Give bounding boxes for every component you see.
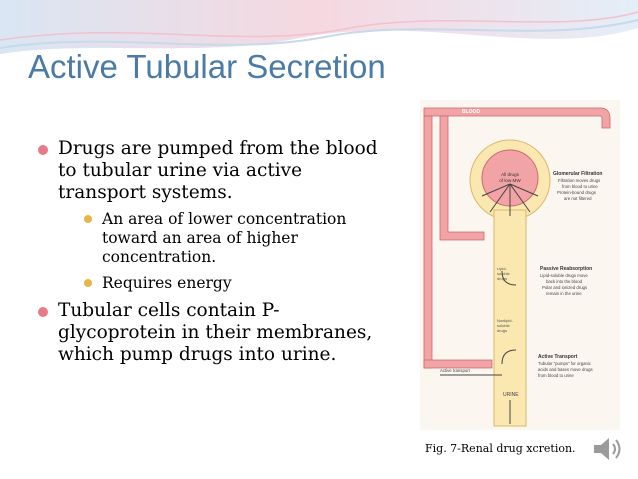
passive-line: remain in the urine <box>546 291 582 296</box>
lipid-label: drugs <box>497 276 507 281</box>
renal-tubule <box>493 209 527 427</box>
nonlipid-label: drugs <box>497 328 507 333</box>
sub-bullet-dot-icon <box>84 279 92 287</box>
all-drugs-label-1: All drugs <box>501 172 520 177</box>
active-line: acids and bases move drugs <box>538 367 593 372</box>
blood-label: BLOOD <box>462 109 480 115</box>
speaker-icon[interactable] <box>591 434 625 464</box>
glomerular-line: Filtration moves drugs <box>558 178 600 183</box>
passive-line: Lipid-soluble drugs move <box>540 273 588 278</box>
passive-line: back into the blood <box>546 279 583 284</box>
nonlipid-label: Nonlipid- <box>497 318 513 323</box>
decorative-wave-header <box>0 0 638 54</box>
bullet-dot-icon <box>38 307 48 317</box>
bullet-text: Tubular cells contain P-glycoprotein in … <box>58 300 373 365</box>
bullet-item: Drugs are pumped from the blood to tubul… <box>38 138 378 204</box>
glomerular-line: Protein-bound drugs <box>557 190 596 195</box>
sub-bullet-item: Requires energy <box>84 274 378 293</box>
renal-excretion-diagram: BLOOD All drugs of low MW Glomerular Fil… <box>420 100 620 430</box>
all-drugs-label-2: of low MW <box>499 178 521 183</box>
sub-bullet-dot-icon <box>84 215 92 223</box>
blood-vessel-top <box>423 107 611 129</box>
urine-label: URINE <box>503 392 519 398</box>
filtration-arrows <box>440 183 539 424</box>
blood-vessel-bottom <box>423 359 493 369</box>
sub-bullet-text: An area of lower concentration toward an… <box>102 210 347 266</box>
sub-bullet-item: An area of lower concentration toward an… <box>84 210 378 267</box>
active-line: from blood to urine <box>538 373 574 378</box>
blood-vessel-left <box>423 115 433 369</box>
glomerular-line: are not filtered <box>564 196 592 201</box>
nonlipid-label: soluble <box>497 323 510 328</box>
lipid-label: Lipid- <box>497 266 507 271</box>
figure-caption: Fig. 7-Renal drug xcretion. <box>425 442 576 455</box>
glomerular-line: from blood to urine <box>562 184 598 189</box>
slide-title: Active Tubular Secretion <box>28 48 386 85</box>
sub-bullet-text: Requires energy <box>102 274 232 292</box>
active-transport-arrow-label: Active transport <box>440 368 471 373</box>
bullet-item: Tubular cells contain P-glycoprotein in … <box>38 300 378 366</box>
passive-line: Polar and ionized drugs <box>542 285 587 290</box>
bullet-list: Drugs are pumped from the blood to tubul… <box>38 138 378 372</box>
active-title: Active Transport <box>538 354 578 360</box>
bullet-dot-icon <box>38 145 48 155</box>
glomerular-title: Glomerular Filtration <box>553 171 602 177</box>
active-line: Tubular "pumps" for organic <box>538 361 592 366</box>
passive-title: Passive Reabsorption <box>540 266 592 272</box>
lipid-label: soluble <box>497 271 510 276</box>
bullet-text: Drugs are pumped from the blood to tubul… <box>58 138 378 203</box>
efferent-vessel <box>439 115 485 241</box>
